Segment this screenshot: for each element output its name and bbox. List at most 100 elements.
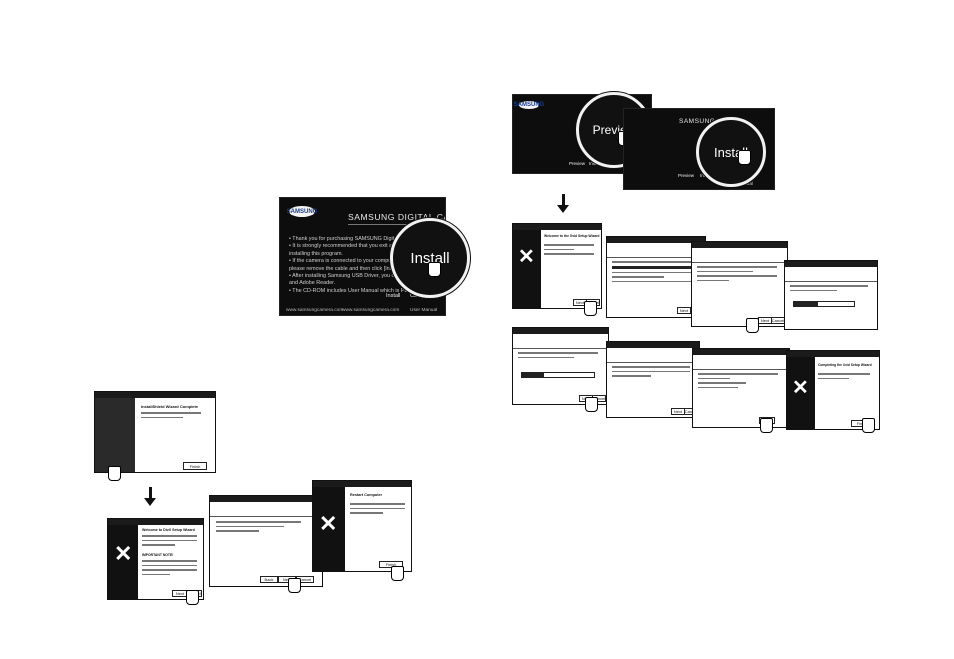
progress-bar <box>521 372 595 378</box>
dialog-header <box>692 248 787 263</box>
samsung-logo: SAMSUNG <box>287 206 317 217</box>
instruction-line: • After installing Samsung USB Driver, y… <box>289 273 423 280</box>
title-bar <box>95 392 215 398</box>
license-agreement-window: Next Cancel <box>606 236 706 318</box>
restart-window: ✕ Restart Computer Finish <box>312 480 412 572</box>
wizard-side-graphic <box>108 525 138 599</box>
warning-label: IMPORTANT NOTE! <box>142 553 174 557</box>
install-magnifier: Install <box>390 218 470 298</box>
dialog-text <box>698 373 778 391</box>
xvid-logo-icon: ✕ <box>319 511 338 536</box>
instruction-list: • Thank you for purchasing SAMSUNG Digit… <box>289 236 424 295</box>
license-text <box>612 261 698 285</box>
dialog-text <box>544 244 594 258</box>
wizard-side-graphic <box>313 487 345 571</box>
preview-button[interactable]: Preview <box>569 161 586 166</box>
hand-cursor-icon <box>738 150 751 165</box>
instruction-line: installing this program. <box>289 250 343 257</box>
title-bar <box>692 242 787 248</box>
progress-bar <box>793 301 855 307</box>
dialog-header <box>693 355 789 370</box>
title-bar <box>513 224 601 230</box>
footer-url[interactable]: www.samsungcamera.com <box>286 308 344 313</box>
hand-cursor-icon <box>746 318 759 333</box>
next-button[interactable]: Next <box>671 408 685 415</box>
install-location-window <box>784 260 878 330</box>
next-button[interactable]: Next <box>677 307 691 314</box>
xvid-welcome-window: ✕ Welcome to the Xvid Setup Wizard Next … <box>512 223 602 309</box>
instruction-line: • Thank you for purchasing SAMSUNG Digit… <box>289 236 420 242</box>
dialog-header <box>513 334 608 349</box>
hand-cursor-icon <box>760 418 773 433</box>
wizard-side-graphic <box>513 230 541 308</box>
instruction-line: • If the camera is connected to your com… <box>289 258 418 265</box>
hand-cursor-icon <box>108 466 121 481</box>
hand-cursor-icon <box>862 418 875 433</box>
title-bar <box>607 342 699 348</box>
xvid-logo-icon: ✕ <box>518 246 535 268</box>
xvid-logo-icon: ✕ <box>114 541 133 566</box>
finish-button[interactable]: Finish <box>183 462 207 470</box>
dialog-header <box>210 502 322 517</box>
title-bar <box>210 496 322 502</box>
dialog-title: Welcome to DivX Setup Wizard <box>142 528 195 532</box>
title-bar <box>607 237 705 243</box>
title-bar <box>313 481 411 487</box>
title-rule <box>348 224 438 225</box>
installshield-complete-window: InstallShield Wizard Complete Finish <box>94 391 216 473</box>
title-bar <box>513 328 608 334</box>
dialog-header <box>607 348 699 363</box>
wizard-side-graphic <box>95 398 135 472</box>
additional-tasks-window: Next Cancel <box>606 341 700 418</box>
hand-cursor-icon <box>585 397 598 412</box>
dialog-text <box>818 373 870 382</box>
instruction-line: • The CD-ROM includes User Manual which … <box>289 287 422 294</box>
cancel-button[interactable]: Cancel <box>771 317 785 324</box>
instruction-line: and Adobe Reader. <box>289 280 336 287</box>
dialog-text <box>350 503 405 517</box>
dialog-header <box>785 267 877 282</box>
dialog-text <box>612 366 690 380</box>
hand-cursor-icon <box>186 590 199 605</box>
wizard-side-graphic <box>787 357 815 429</box>
dialog-header <box>607 243 705 258</box>
dialog-text <box>697 266 777 284</box>
title-bar <box>785 261 877 267</box>
xvid-logo-icon: ✕ <box>792 377 809 399</box>
dialog-text <box>216 521 301 535</box>
back-button[interactable]: Back <box>260 576 278 583</box>
hand-cursor-icon <box>428 262 441 277</box>
divx-welcome-window: ✕ Welcome to DivX Setup Wizard IMPORTANT… <box>107 518 204 600</box>
user-manual-link[interactable]: User Manual <box>410 308 438 313</box>
dialog-text <box>142 535 197 549</box>
select-components-window: Next Cancel <box>691 241 788 327</box>
title-bar <box>787 351 879 357</box>
install-button[interactable]: Install <box>386 293 401 299</box>
dialog-title: Restart Computer <box>350 493 383 497</box>
warning-text <box>142 560 197 578</box>
samsung-logo: SAMSUNG <box>513 101 545 109</box>
title-bar <box>108 519 203 525</box>
choose-start-menu-window: Next Cancel <box>512 327 609 405</box>
dialog-text <box>518 352 598 361</box>
instruction-line: please remove the cable and then click [… <box>289 265 403 272</box>
dialog-title: Completing the Xvid Setup Wizard <box>818 363 872 367</box>
preview-button[interactable]: Preview <box>678 173 695 178</box>
footer-url[interactable]: www.samsungcamera.com <box>342 308 400 313</box>
install-magnifier: Install <box>696 117 766 187</box>
dialog-title: InstallShield Wizard Complete <box>141 404 199 409</box>
hand-cursor-icon <box>391 566 404 581</box>
title-bar <box>693 349 789 355</box>
hand-cursor-icon <box>288 578 301 593</box>
install-button[interactable]: Install <box>589 161 601 166</box>
hand-cursor-icon <box>584 301 597 316</box>
dialog-title: Welcome to the Xvid Setup Wizard <box>544 234 600 238</box>
next-button[interactable]: Next <box>758 317 772 324</box>
dialog-text <box>790 285 868 294</box>
completing-setup-window: ✕ Completing the Xvid Setup Wizard Finis… <box>786 350 880 430</box>
ready-to-install-window: Install <box>692 348 790 428</box>
setup-progress-window: Back Next Cancel <box>209 495 323 587</box>
dialog-text <box>141 412 201 421</box>
instruction-line: • It is strongly recommended that you ex… <box>289 243 425 250</box>
